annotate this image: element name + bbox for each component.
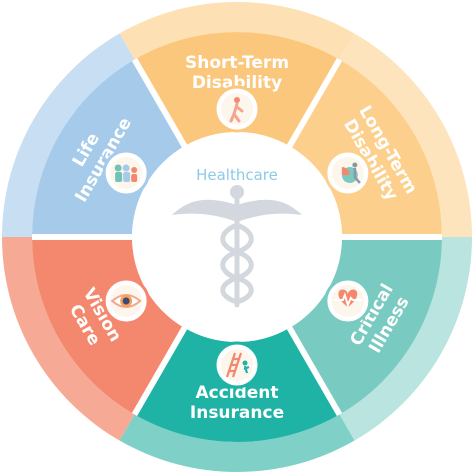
segment-divider bbox=[131, 326, 188, 417]
outer-ring-critical-illness bbox=[339, 237, 472, 441]
segment-icons bbox=[102, 85, 372, 389]
segment-label-line: Accident bbox=[195, 383, 278, 403]
segment-divider bbox=[131, 57, 188, 148]
segment-vision-care bbox=[32, 237, 185, 415]
falling-ladder-icon bbox=[213, 341, 261, 389]
segment-label-line: Disability bbox=[192, 73, 282, 93]
wheelchair-chart-icon bbox=[324, 149, 372, 197]
person-walking-icon bbox=[213, 85, 261, 133]
outer-ring-short-term-disability bbox=[119, 1, 355, 60]
segment-divider bbox=[286, 57, 343, 148]
segment-divider bbox=[286, 326, 343, 417]
heart-monitor-icon bbox=[324, 277, 372, 325]
segment-life-insurance bbox=[32, 59, 185, 238]
segment-label-line: Insurance bbox=[190, 403, 284, 423]
outer-ring-life-insurance bbox=[2, 33, 135, 237]
outer-ring-accident-insurance bbox=[119, 414, 355, 472]
segment-label-line: Short-Term bbox=[185, 53, 289, 73]
outer-ring-vision-care bbox=[2, 237, 135, 441]
center-label: Healthcare bbox=[196, 166, 278, 184]
eye-icon bbox=[102, 277, 150, 325]
outer-ring-long-term-disability bbox=[339, 33, 472, 237]
family-icon bbox=[102, 149, 150, 197]
segment-long-term-disability bbox=[289, 59, 442, 238]
segment-critical-illness bbox=[289, 237, 442, 415]
inner-segments bbox=[32, 31, 442, 442]
caduceus-icon bbox=[172, 185, 302, 308]
segment-dividers bbox=[32, 57, 442, 417]
